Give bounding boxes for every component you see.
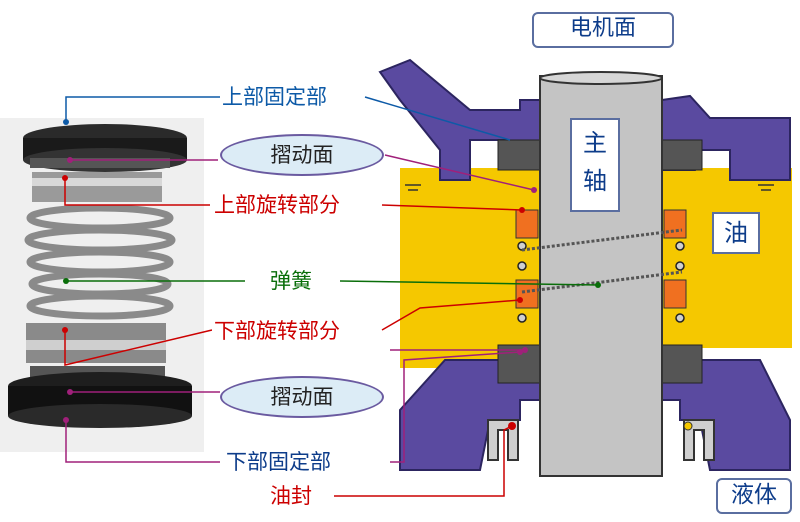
- seal-photo-drawing: [8, 124, 192, 428]
- sliding-face-upper-label: 摺动面: [220, 134, 384, 176]
- upper-rotating-label: 上部旋转部分: [212, 192, 342, 218]
- sliding-face-lower-label: 摺动面: [220, 376, 384, 418]
- oil-label: 油: [712, 212, 760, 254]
- motor-side-label: 电机面: [532, 12, 674, 48]
- lower-rotating-label: 下部旋转部分: [212, 318, 342, 344]
- main-shaft-char-1: 主: [583, 129, 607, 157]
- liquid-label: 液体: [716, 478, 792, 514]
- mechanical-seal-photo: [0, 118, 204, 452]
- lower-fixed-label: 下部固定部: [224, 449, 333, 475]
- main-shaft-char-2: 轴: [583, 167, 607, 195]
- spring-label: 弹簧: [268, 268, 314, 294]
- oil-seal-label: 油封: [268, 483, 314, 509]
- main-shaft-label: 主 轴: [570, 118, 620, 212]
- upper-fixed-label: 上部固定部: [220, 84, 329, 110]
